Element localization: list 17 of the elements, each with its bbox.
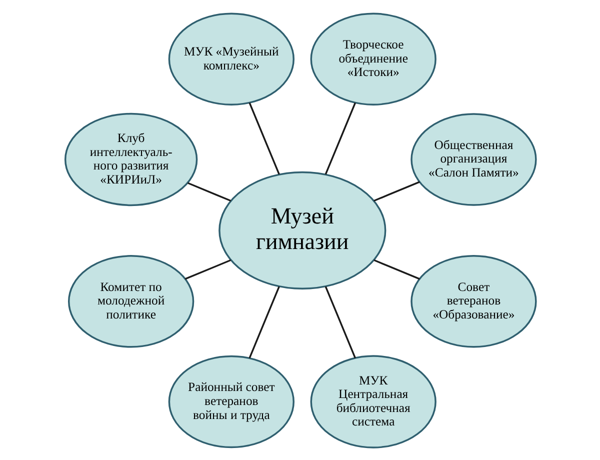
node-ellipse: Районный совет ветеранов войны и труда [168,354,294,448]
node-ellipse: Творческое объединение «Истоки» [310,12,436,105]
node-ellipse: Клуб интеллектуаль-ного развития «КИРИиЛ» [64,112,198,206]
connector [187,182,231,202]
connector [184,258,231,280]
connector [248,102,280,174]
connector [324,102,356,174]
connector [373,180,420,202]
connector [324,286,356,358]
node-ellipse: Общественная организация «Салон Памяти» [410,112,536,206]
connector [248,286,280,358]
node-ellipse: МУК Центральная библиотечная система [310,354,436,448]
node-ellipse: МУК «Музейный комплекс» [168,12,294,105]
node-ellipse: Совет ветеранов «Образование» [410,254,536,348]
connector [373,258,420,280]
node-ellipse: Комитет по молодежной политике [67,254,194,348]
node-ellipse: Музей гимназии [218,170,386,289]
